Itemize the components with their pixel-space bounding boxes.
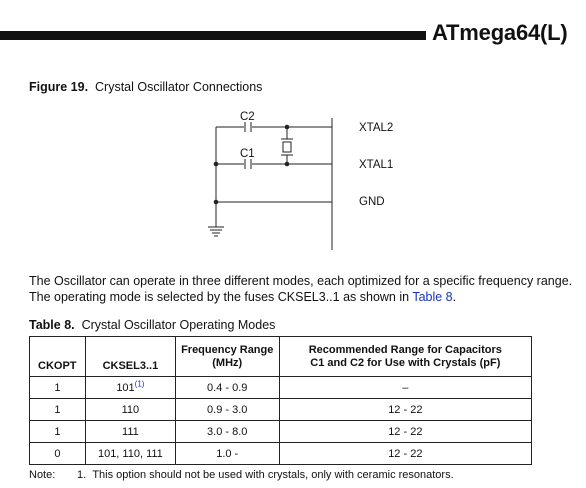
junction-dot [284,124,290,130]
note-text: 1. This option should not be used with c… [77,469,454,481]
table-row: 1 111 3.0 - 8.0 12 - 22 [29,420,533,443]
cell-cksel: 101, 110, 111 [84,442,176,465]
table-caption: Table 8. Crystal Oscillator Operating Mo… [29,318,275,332]
cell-cksel: 110 [84,398,176,421]
figure-label: Figure 19. [29,80,89,94]
cell-ckopt: 1 [29,376,86,399]
cell-ckopt: 1 [29,420,86,443]
table-row: 1 101(1) 0.4 - 0.9 – [29,376,533,399]
junction-dot [213,199,219,205]
cell-capacitors: 12 - 22 [278,420,533,443]
header-frequency: Frequency Range(MHz) [174,336,280,377]
cell-cksel: 111 [84,420,176,443]
table-title: Crystal Oscillator Operating Modes [81,318,276,332]
c2-label: C2 [240,111,255,123]
figure-caption: Figure 19. Crystal Oscillator Connection… [29,80,262,94]
table-header-row: CKOPT CKSEL3..1 Frequency Range(MHz) Rec… [29,336,533,377]
junction-dot [213,161,219,167]
cell-ckopt: 0 [29,442,86,465]
header-rule [0,31,426,40]
cell-frequency: 0.4 - 0.9 [174,376,280,399]
cell-capacitors: 12 - 22 [278,398,533,421]
cell-ckopt: 1 [29,398,86,421]
cell-frequency: 0.9 - 3.0 [174,398,280,421]
c1-label: C1 [240,148,255,160]
crystal [282,141,292,153]
cell-capacitors: 12 - 22 [278,442,533,465]
table-8-link[interactable]: Table 8 [412,290,453,304]
xtal2-label: XTAL2 [359,122,393,134]
cell-cksel: 101(1) [84,376,176,399]
table-label: Table 8. [29,318,75,332]
header-cksel: CKSEL3..1 [84,336,176,377]
junction-dot [284,161,290,167]
paragraph-text: The Oscillator can operate in three diff… [29,274,573,304]
body-paragraph: The Oscillator can operate in three diff… [29,274,573,304]
figure-title: Crystal Oscillator Connections [95,80,263,94]
cell-frequency: 1.0 - [174,442,280,465]
cell-capacitors: – [278,376,533,399]
note-label: Note: [29,469,56,481]
table-row: 0 101, 110, 111 1.0 - 12 - 22 [29,442,533,465]
operating-modes-table: CKOPT CKSEL3..1 Frequency Range(MHz) Rec… [29,336,533,465]
page-title: ATmega64(L) [432,20,568,45]
crystal-oscillator-diagram: C2 C1 XTAL2 XTAL1 GND [208,111,393,250]
xtal1-label: XTAL1 [359,159,393,171]
header-ckopt: CKOPT [29,336,86,377]
gnd-label: GND [359,196,385,208]
cell-frequency: 3.0 - 8.0 [174,420,280,443]
table-row: 1 110 0.9 - 3.0 12 - 22 [29,398,533,421]
footnote-ref[interactable]: (1) [134,378,145,388]
